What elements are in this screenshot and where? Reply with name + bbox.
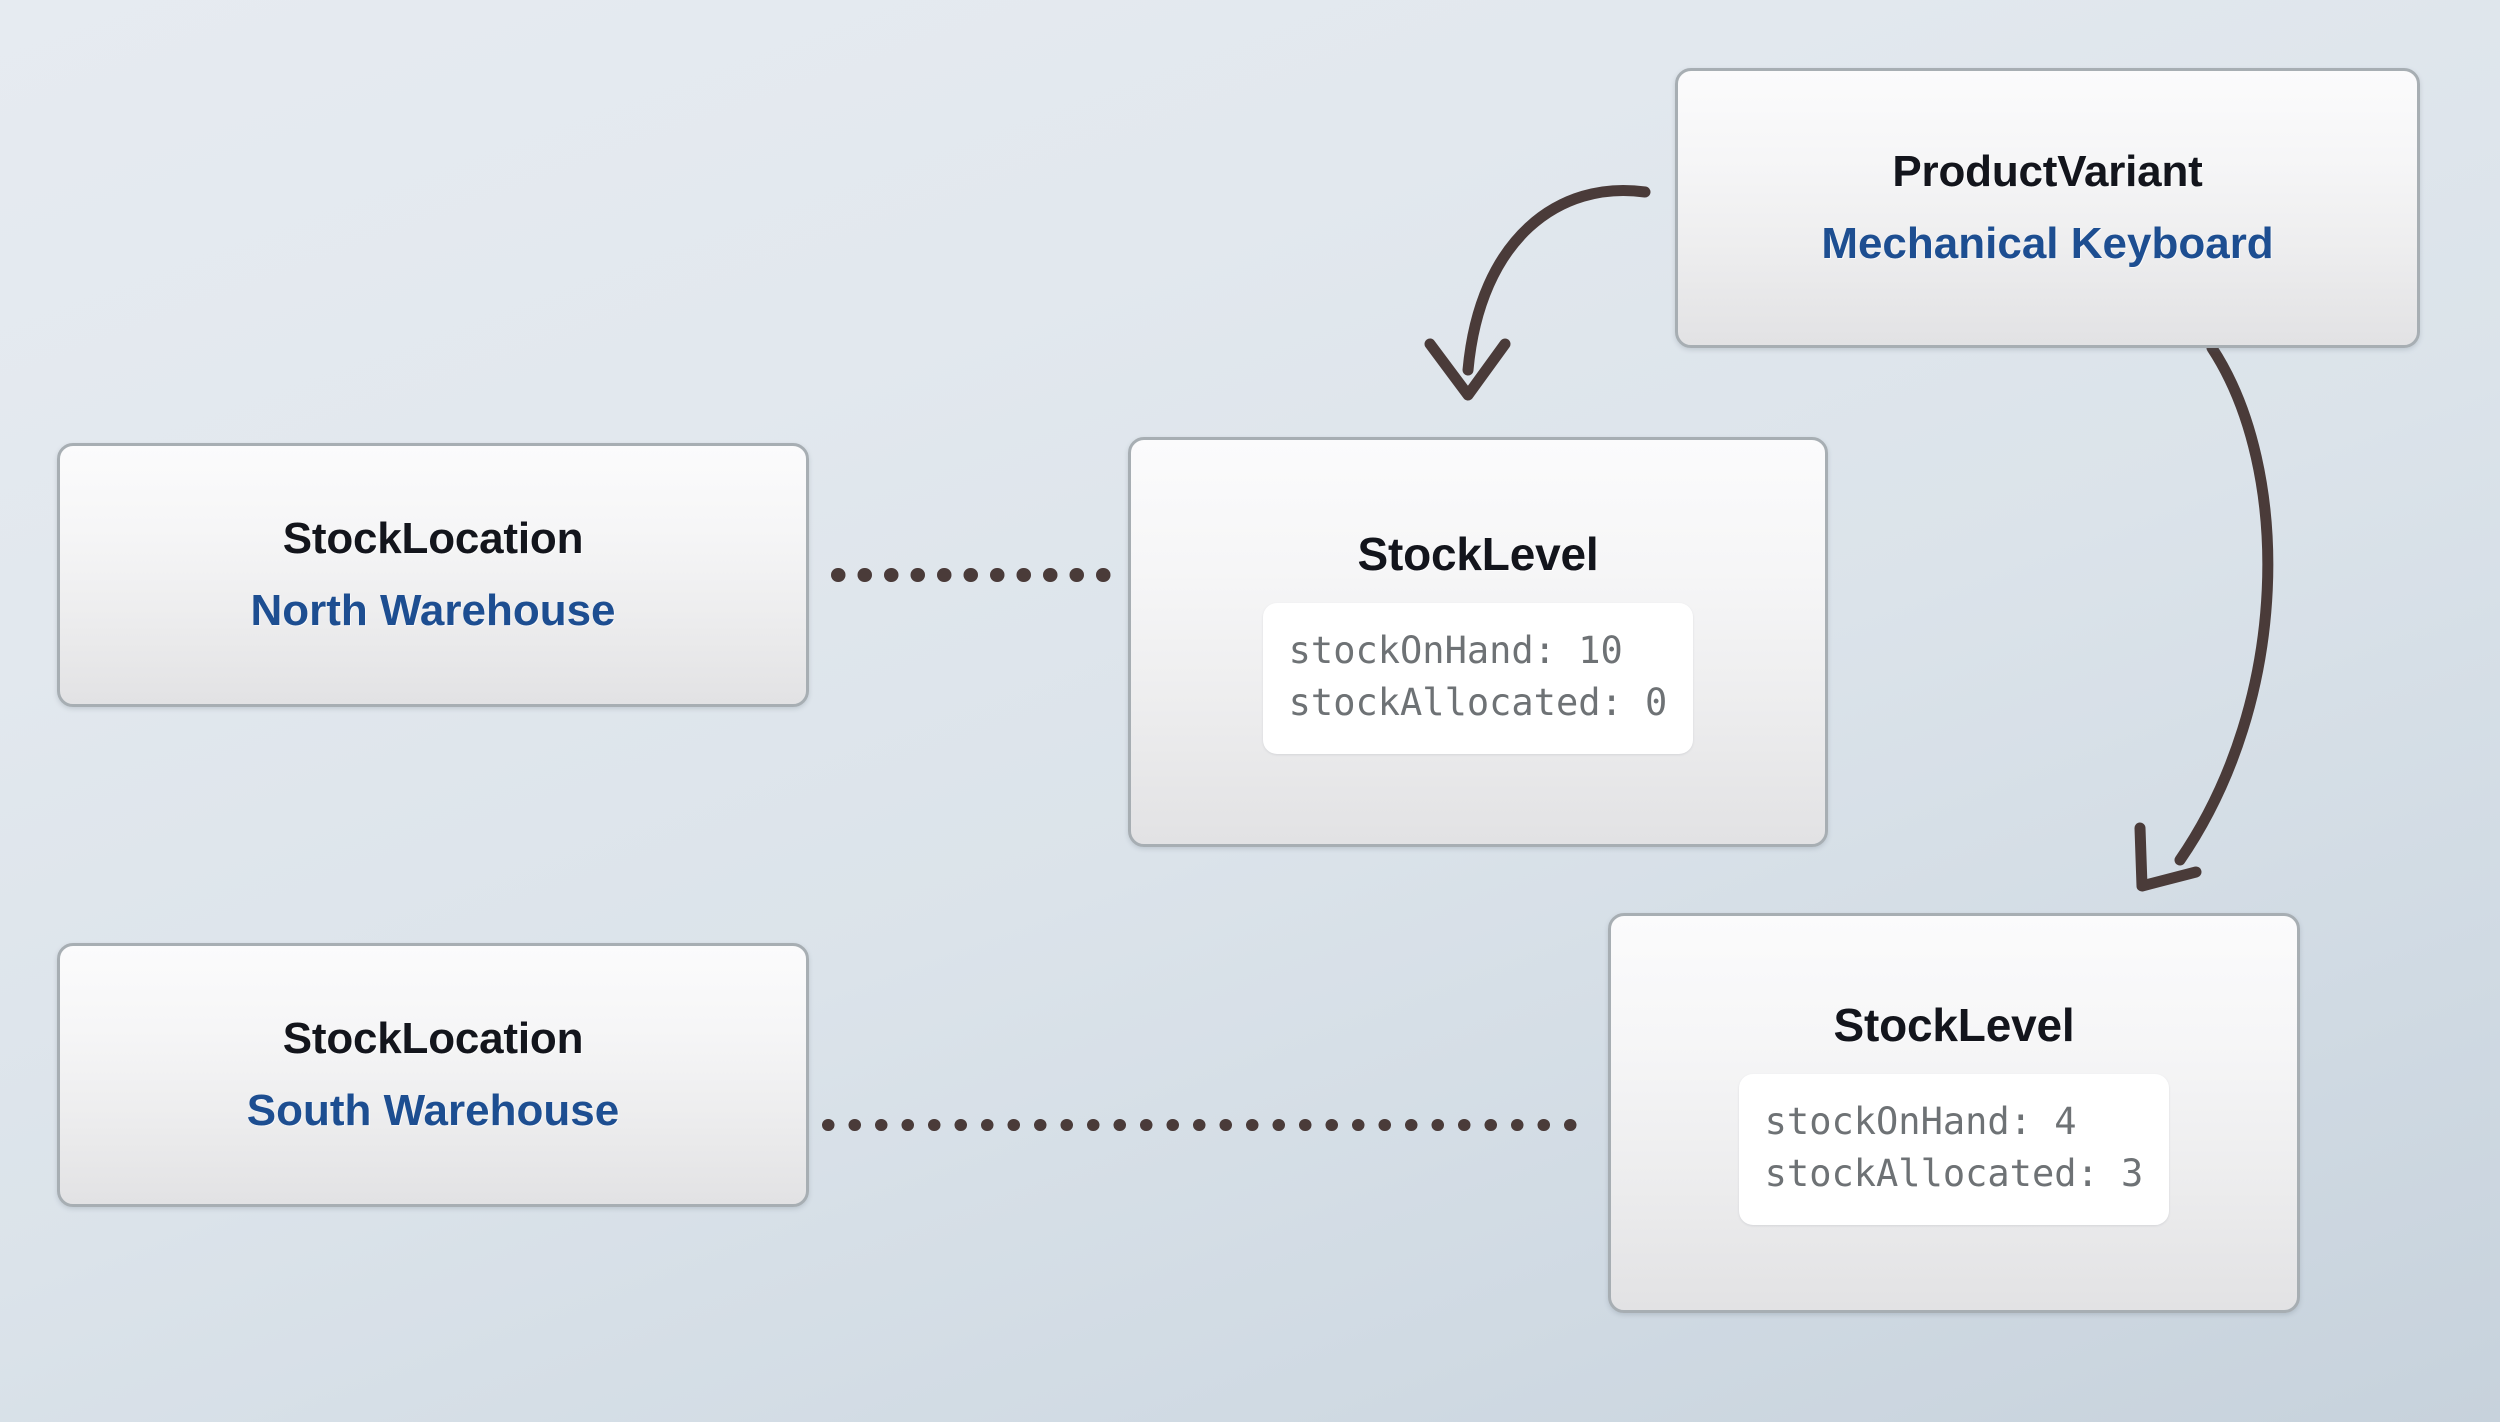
attribute-box: stockOnHand: 10 stockAllocated: 0 (1262, 602, 1694, 754)
attribute-stock-allocated: stockAllocated: 3 (1764, 1152, 2144, 1196)
node-stock-level-1[interactable]: StockLevel stockOnHand: 10 stockAllocate… (1128, 437, 1828, 847)
edge-variant-to-stocklevel-2 (2134, 342, 2274, 892)
attribute-stock-allocated: stockAllocated: 0 (1288, 681, 1668, 725)
node-stock-location-south[interactable]: StockLocation South Warehouse (57, 943, 809, 1207)
node-subtitle: Mechanical Keyboard (1821, 219, 2274, 268)
node-title: StockLocation (282, 1013, 584, 1063)
node-stock-level-2[interactable]: StockLevel stockOnHand: 4 stockAllocated… (1608, 913, 2300, 1313)
node-stock-location-north[interactable]: StockLocation North Warehouse (57, 443, 809, 707)
attribute-stock-on-hand: stockOnHand: 10 (1288, 628, 1623, 672)
node-product-variant[interactable]: ProductVariant Mechanical Keyboard (1675, 68, 2420, 348)
edge-variant-to-stocklevel-1 (1424, 185, 1651, 401)
node-title: ProductVariant (1892, 146, 2203, 196)
node-title: StockLevel (1357, 528, 1599, 581)
node-subtitle: North Warehouse (250, 586, 616, 635)
node-title: StockLocation (282, 513, 584, 563)
node-title: StockLevel (1833, 999, 2075, 1052)
attribute-box: stockOnHand: 4 stockAllocated: 3 (1738, 1073, 2170, 1225)
node-subtitle: South Warehouse (246, 1086, 620, 1135)
attribute-stock-on-hand: stockOnHand: 4 (1764, 1099, 2077, 1143)
